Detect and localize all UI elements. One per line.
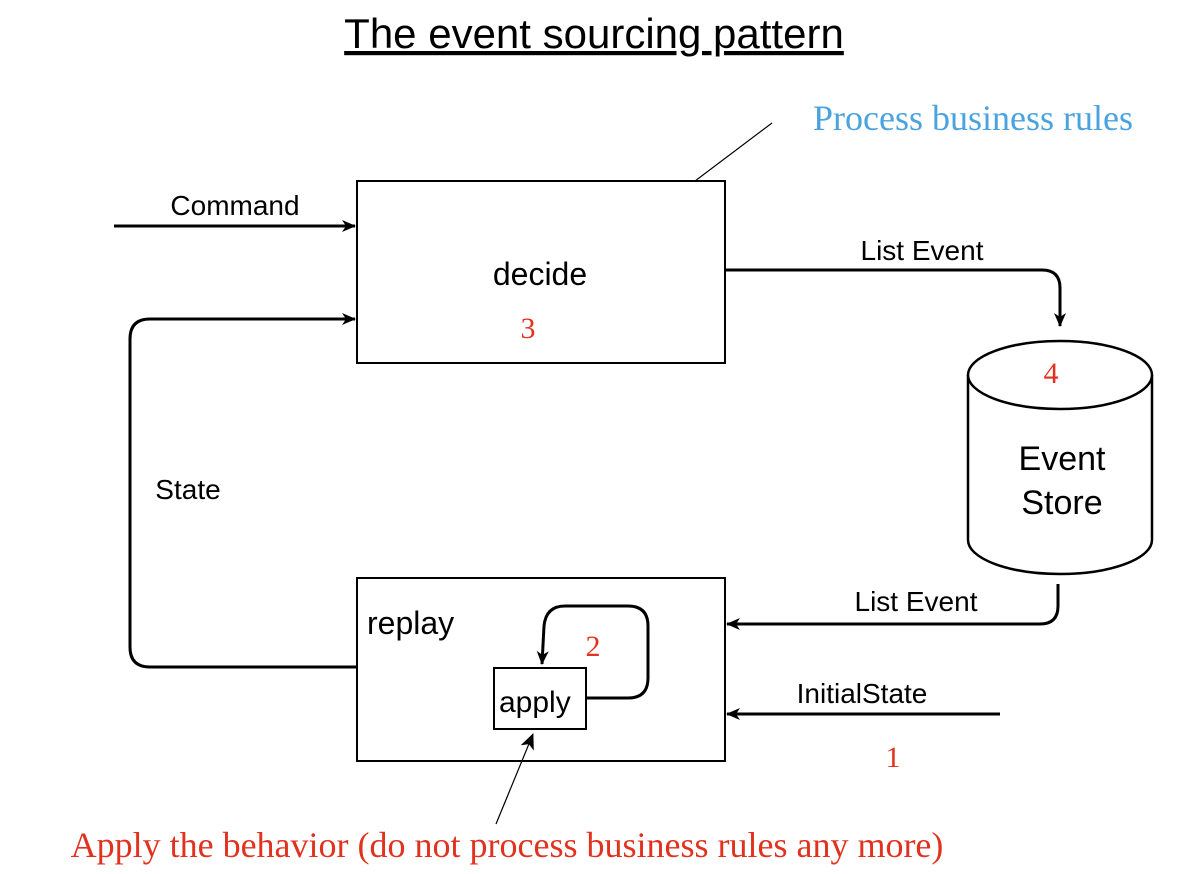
apply-loop-arrow xyxy=(536,604,650,700)
decide-label: decide xyxy=(493,256,587,292)
command-label: Command xyxy=(170,190,299,221)
diagram-title: The event sourcing pattern xyxy=(344,10,844,57)
apply-behavior-annotation: Apply the behavior (do not process busin… xyxy=(71,825,944,865)
replay-label: replay xyxy=(367,605,454,641)
initial-state-label: InitialState xyxy=(797,678,928,709)
event-store-cylinder xyxy=(966,339,1154,576)
apply-behavior-pointer-arrow xyxy=(495,733,534,825)
list-event-out-label: List Event xyxy=(861,235,984,266)
event-store-label-line2: Store xyxy=(1021,484,1102,522)
apply-step-number: 2 xyxy=(586,630,601,663)
list-event-out-arrow xyxy=(725,268,1066,327)
process-business-rules-annotation: Process business rules xyxy=(813,98,1133,138)
state-label: State xyxy=(155,474,220,505)
initial-state-step-number: 1 xyxy=(886,741,901,774)
list-event-in-arrow xyxy=(726,584,1060,630)
apply-label: apply xyxy=(499,686,571,719)
list-event-in-label: List Event xyxy=(855,586,978,617)
decide-step-number: 3 xyxy=(521,312,536,345)
event-store-label-line1: Event xyxy=(1019,440,1106,478)
event-store-step-number: 4 xyxy=(1044,357,1059,390)
decide-box xyxy=(356,180,726,364)
state-arrow xyxy=(128,313,357,669)
